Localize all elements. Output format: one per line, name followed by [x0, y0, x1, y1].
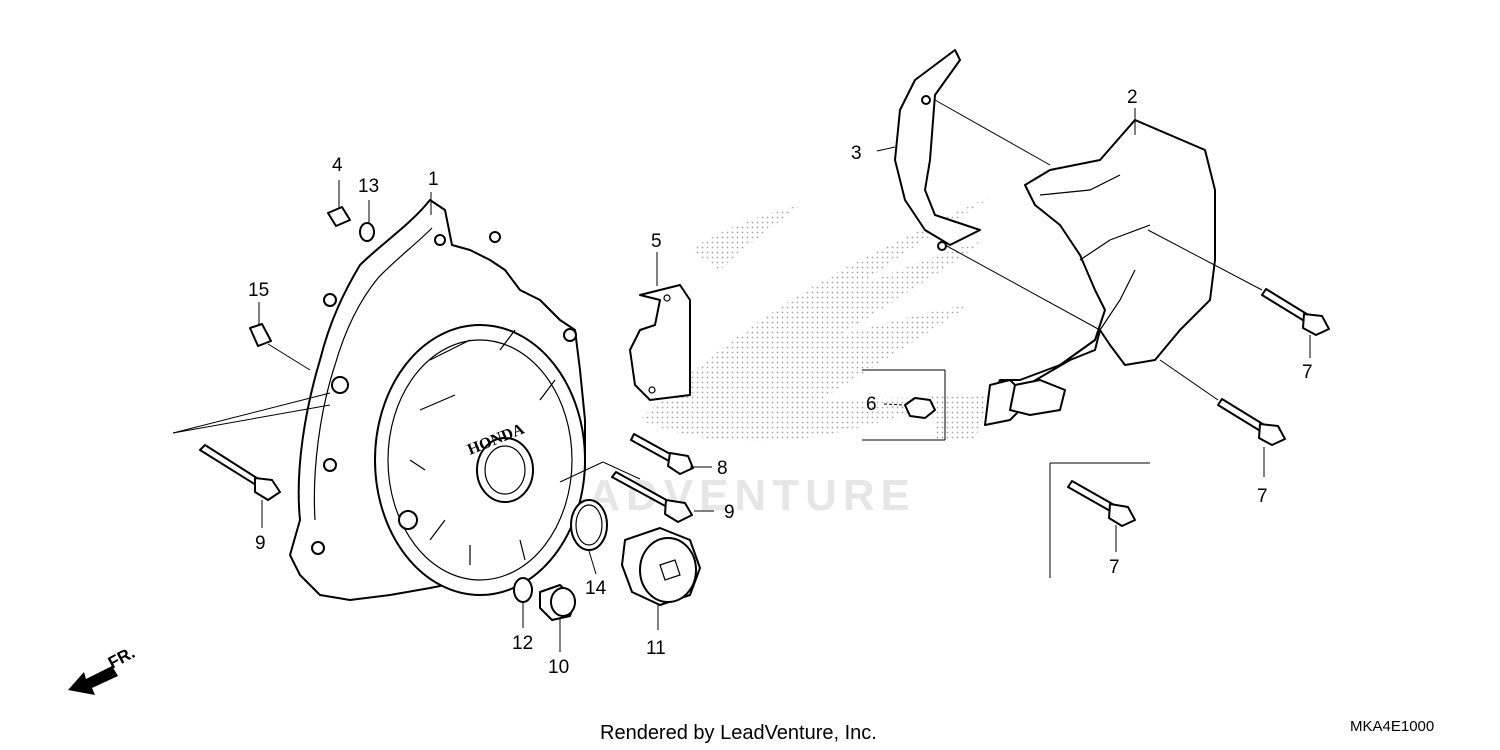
callout-9a: 9 — [255, 533, 266, 554]
callout-10: 10 — [548, 657, 569, 678]
callout-7a: 7 — [1302, 362, 1313, 383]
callout-9b: 9 — [724, 502, 735, 523]
footer-credit: Rendered by LeadVenture, Inc. — [600, 722, 877, 744]
bolt-9-left — [199, 444, 281, 501]
callouts: 1 2 3 4 5 6 7 7 7 8 9 9 10 11 12 13 14 1… — [248, 87, 1313, 678]
flange-nut-6 — [904, 397, 936, 419]
callout-2: 2 — [1127, 87, 1138, 108]
leader-lines — [172, 99, 1311, 652]
dowel-pin-15 — [249, 323, 272, 347]
callout-7b: 7 — [1257, 486, 1268, 507]
diagram-code: MKA4E1000 — [1350, 718, 1434, 735]
front-arrow-icon — [68, 666, 118, 695]
callout-4: 4 — [332, 155, 343, 176]
o-ring-13 — [359, 222, 375, 242]
bolt-plug-10 — [539, 584, 576, 621]
callout-6: 6 — [866, 394, 877, 415]
bolt-7-top — [1261, 288, 1330, 336]
callout-12: 12 — [512, 633, 533, 654]
callout-14: 14 — [585, 578, 607, 599]
bracket-gasket — [894, 49, 981, 251]
callout-1: 1 — [428, 169, 439, 190]
bolt-7-bottom — [1067, 480, 1136, 527]
callout-5: 5 — [651, 231, 662, 252]
callout-8: 8 — [717, 458, 728, 479]
callout-13: 13 — [358, 176, 379, 197]
bolt-7-mid — [1217, 398, 1286, 446]
bolt-9-right — [611, 471, 693, 523]
wire-bracket — [629, 284, 691, 401]
dowel-pin-4 — [327, 206, 351, 227]
front-direction-indicator: FR. — [68, 643, 138, 695]
callout-15: 15 — [248, 280, 269, 301]
callout-11: 11 — [646, 638, 666, 659]
washer-12 — [513, 577, 533, 603]
callout-7c: 7 — [1109, 557, 1120, 578]
bolt-8 — [630, 433, 694, 475]
cap-plug-11 — [621, 527, 701, 606]
o-ring-14 — [570, 499, 608, 551]
generator-cover-shield — [984, 119, 1216, 426]
left-crankcase-cover: HONDA — [289, 199, 586, 601]
callout-3: 3 — [851, 143, 862, 164]
